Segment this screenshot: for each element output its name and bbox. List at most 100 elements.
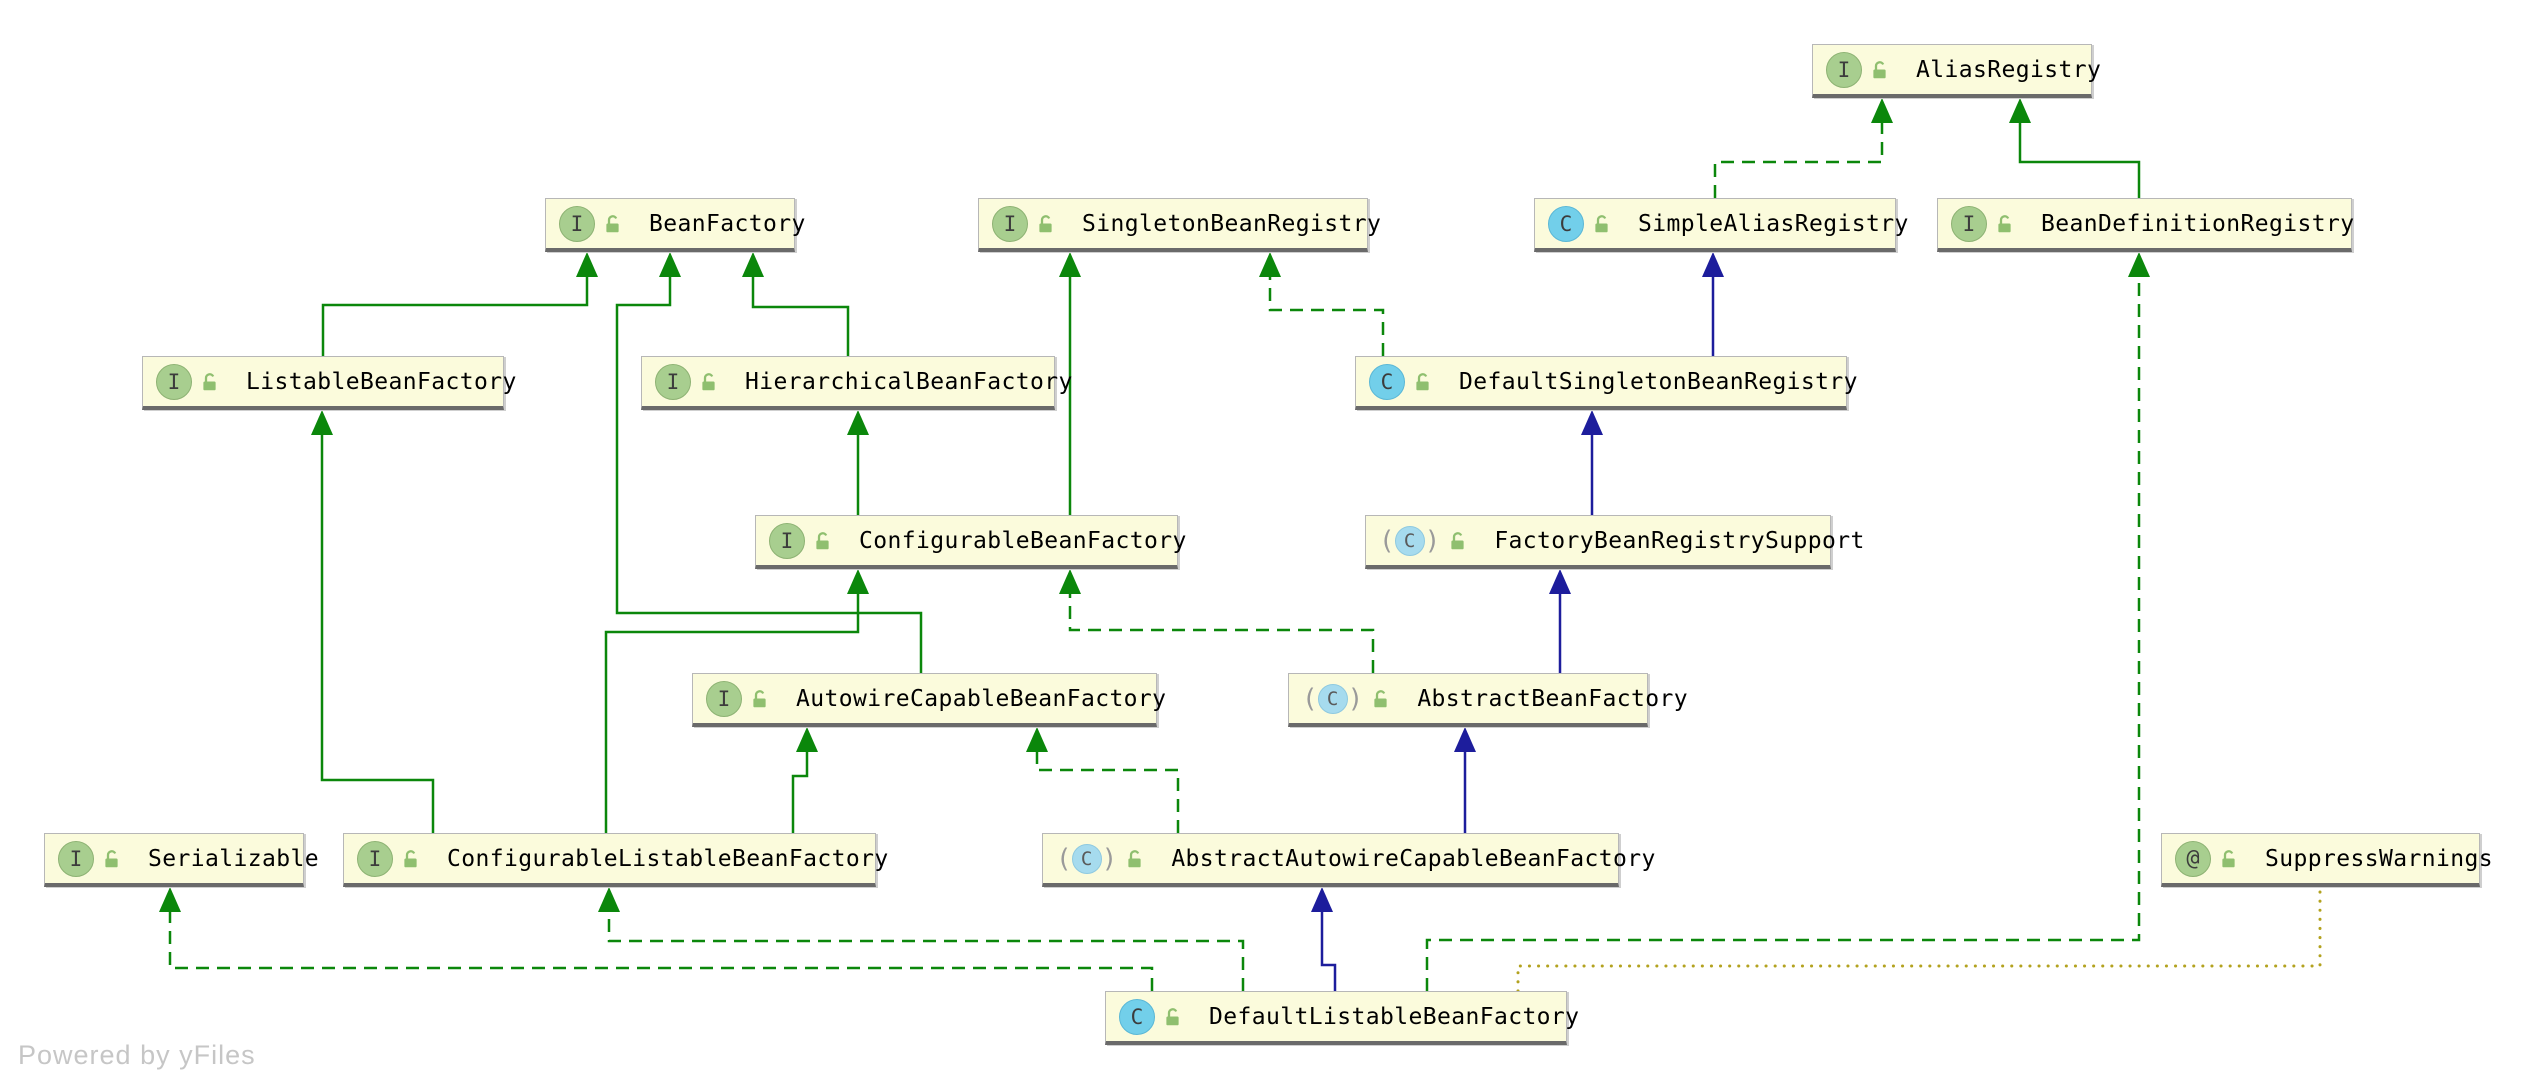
abstract-paren: ( bbox=[1056, 843, 1072, 874]
class-name-label: HierarchicalBeanFactory bbox=[745, 368, 1073, 395]
open-lock-icon bbox=[753, 690, 766, 708]
annotation-node-SuppressWarnings[interactable]: @ SuppressWarnings bbox=[2161, 833, 2493, 887]
class-node-DefaultListableBeanFactory[interactable]: C DefaultListableBeanFactory bbox=[1105, 991, 1579, 1045]
arrowhead bbox=[1454, 727, 1476, 752]
edge-DefaultSingletonBeanRegistry-to-SimpleAliasRegistry-extends-class bbox=[1702, 252, 1724, 356]
arrowhead bbox=[159, 887, 181, 912]
edge-ConfigurableBeanFactory-to-SingletonBeanRegistry-extends-interface bbox=[1059, 252, 1081, 515]
edge-ConfigurableListableBeanFactory-to-ListableBeanFactory-extends-interface bbox=[311, 410, 435, 833]
abstract-class-icon: C bbox=[1317, 683, 1348, 714]
arrowhead bbox=[742, 252, 764, 277]
interface-icon: I bbox=[1951, 205, 1987, 242]
open-lock-icon bbox=[1039, 215, 1052, 233]
class-name-label: SuppressWarnings bbox=[2265, 845, 2493, 872]
abstract-class-icon: C bbox=[1394, 525, 1425, 556]
abstract-node-FactoryBeanRegistrySupport[interactable]: (C) FactoryBeanRegistrySupport bbox=[1365, 515, 1864, 569]
open-lock-icon bbox=[1998, 215, 2011, 233]
abstract-class-icon: C bbox=[1071, 843, 1102, 874]
class-name-label: DefaultListableBeanFactory bbox=[1209, 1003, 1580, 1030]
edge-DefaultListableBeanFactory-to-BeanDefinitionRegistry-implements bbox=[1425, 252, 2150, 991]
open-lock-icon bbox=[1166, 1008, 1179, 1026]
class-name-label: SimpleAliasRegistry bbox=[1638, 210, 1909, 237]
class-name-label: SingletonBeanRegistry bbox=[1082, 210, 1382, 237]
class-name-label: BeanFactory bbox=[649, 210, 806, 237]
open-lock-icon bbox=[203, 373, 216, 391]
class-icon: C bbox=[1369, 363, 1405, 400]
edge-DefaultSingletonBeanRegistry-to-SingletonBeanRegistry-implements bbox=[1259, 252, 1385, 356]
interface-icon: I bbox=[156, 363, 192, 400]
edge-SimpleAliasRegistry-to-AliasRegistry-implements bbox=[1713, 98, 1893, 198]
open-lock-icon bbox=[702, 373, 715, 391]
abstract-paren: ) bbox=[1101, 843, 1118, 874]
class-name-label: AutowireCapableBeanFactory bbox=[796, 685, 1167, 712]
open-lock-icon bbox=[606, 215, 619, 233]
abstract-node-AbstractBeanFactory[interactable]: (C)AbstractBeanFactory bbox=[1288, 673, 1688, 727]
edge-DefaultListableBeanFactory-to-AbstractAutowireCapableBeanFactory-extends-class bbox=[1311, 887, 1337, 991]
arrowhead bbox=[576, 252, 598, 277]
edge-HierarchicalBeanFactory-to-BeanFactory-extends-interface bbox=[742, 252, 850, 358]
abstract-paren: ) bbox=[1424, 525, 1441, 556]
arrowhead bbox=[847, 410, 869, 435]
class-node-DefaultSingletonBeanRegistry[interactable]: C DefaultSingletonBeanRegistry bbox=[1355, 356, 1858, 410]
edge-DefaultListableBeanFactory-to-Serializable-implements bbox=[159, 887, 1154, 991]
open-lock-icon bbox=[404, 850, 417, 868]
open-lock-icon bbox=[1416, 373, 1429, 391]
interface-node-BeanDefinitionRegistry[interactable]: I BeanDefinitionRegistry bbox=[1937, 198, 2355, 252]
open-lock-icon bbox=[2222, 850, 2235, 868]
abstract-paren: ( bbox=[1379, 525, 1395, 556]
edge-DefaultListableBeanFactory-to-ConfigurableListableBeanFactory-implements bbox=[598, 887, 1245, 991]
arrowhead bbox=[796, 727, 818, 752]
class-name-label: ConfigurableListableBeanFactory bbox=[447, 845, 889, 872]
annotation-icon: @ bbox=[2175, 840, 2211, 877]
interface-icon: I bbox=[1826, 51, 1862, 88]
arrowhead bbox=[1311, 887, 1333, 912]
interface-icon: I bbox=[58, 840, 94, 877]
open-lock-icon bbox=[1873, 61, 1886, 79]
interface-icon: I bbox=[357, 840, 393, 877]
interface-icon: I bbox=[559, 205, 595, 242]
edge-AbstractAutowireCapableBeanFactory-to-AutowireCapableBeanFactory-implements bbox=[1026, 727, 1180, 833]
interface-node-BeanFactory[interactable]: I BeanFactory bbox=[545, 198, 805, 252]
interface-node-SingletonBeanRegistry[interactable]: I SingletonBeanRegistry bbox=[978, 198, 1381, 252]
class-name-label: ListableBeanFactory bbox=[246, 368, 517, 395]
open-lock-icon bbox=[1374, 690, 1387, 708]
class-node-SimpleAliasRegistry[interactable]: C SimpleAliasRegistry bbox=[1534, 198, 1908, 252]
open-lock-icon bbox=[1128, 850, 1141, 868]
interface-node-ListableBeanFactory[interactable]: I ListableBeanFactory bbox=[142, 356, 516, 410]
edge-ConfigurableListableBeanFactory-to-ConfigurableBeanFactory-extends-interface bbox=[604, 569, 869, 833]
class-icon: C bbox=[1548, 205, 1584, 242]
arrowhead bbox=[1549, 569, 1571, 594]
class-icon: C bbox=[1119, 998, 1155, 1035]
class-name-label: ConfigurableBeanFactory bbox=[859, 527, 1187, 554]
edge-ConfigurableListableBeanFactory-to-AutowireCapableBeanFactory-extends-interface bbox=[791, 727, 818, 833]
arrowhead bbox=[1581, 410, 1603, 435]
class-name-label: DefaultSingletonBeanRegistry bbox=[1459, 368, 1858, 395]
class-name-label: AbstractBeanFactory bbox=[1417, 685, 1689, 712]
interface-icon: I bbox=[992, 205, 1028, 242]
arrowhead bbox=[1871, 98, 1893, 123]
arrowhead bbox=[1259, 252, 1281, 277]
arrowhead bbox=[2009, 98, 2031, 123]
edge-AbstractAutowireCapableBeanFactory-to-AbstractBeanFactory-extends-class bbox=[1454, 727, 1476, 833]
class-name-label: BeanDefinitionRegistry bbox=[2041, 210, 2355, 237]
arrowhead bbox=[1702, 252, 1724, 277]
edge-DefaultListableBeanFactory-to-SuppressWarnings-annotation bbox=[1516, 883, 2322, 993]
edge-ListableBeanFactory-to-BeanFactory-extends-interface bbox=[321, 252, 598, 358]
class-name-label: FactoryBeanRegistrySupport bbox=[1494, 527, 1865, 554]
yfiles-watermark: Powered by yFiles bbox=[18, 1040, 256, 1070]
abstract-node-AbstractAutowireCapableBeanFactory[interactable]: (C)AbstractAutowireCapableBeanFactory bbox=[1042, 833, 1655, 887]
arrowhead bbox=[598, 887, 620, 912]
edge-BeanDefinitionRegistry-to-AliasRegistry-extends-interface bbox=[2009, 98, 2141, 198]
open-lock-icon bbox=[105, 850, 118, 868]
interface-node-ConfigurableListableBeanFactory[interactable]: I ConfigurableListableBeanFactory bbox=[343, 833, 888, 887]
open-lock-icon bbox=[1595, 215, 1608, 233]
arrowhead bbox=[847, 569, 869, 594]
arrowhead bbox=[2128, 252, 2150, 277]
edge-ConfigurableBeanFactory-to-HierarchicalBeanFactory-extends-interface bbox=[847, 410, 869, 515]
